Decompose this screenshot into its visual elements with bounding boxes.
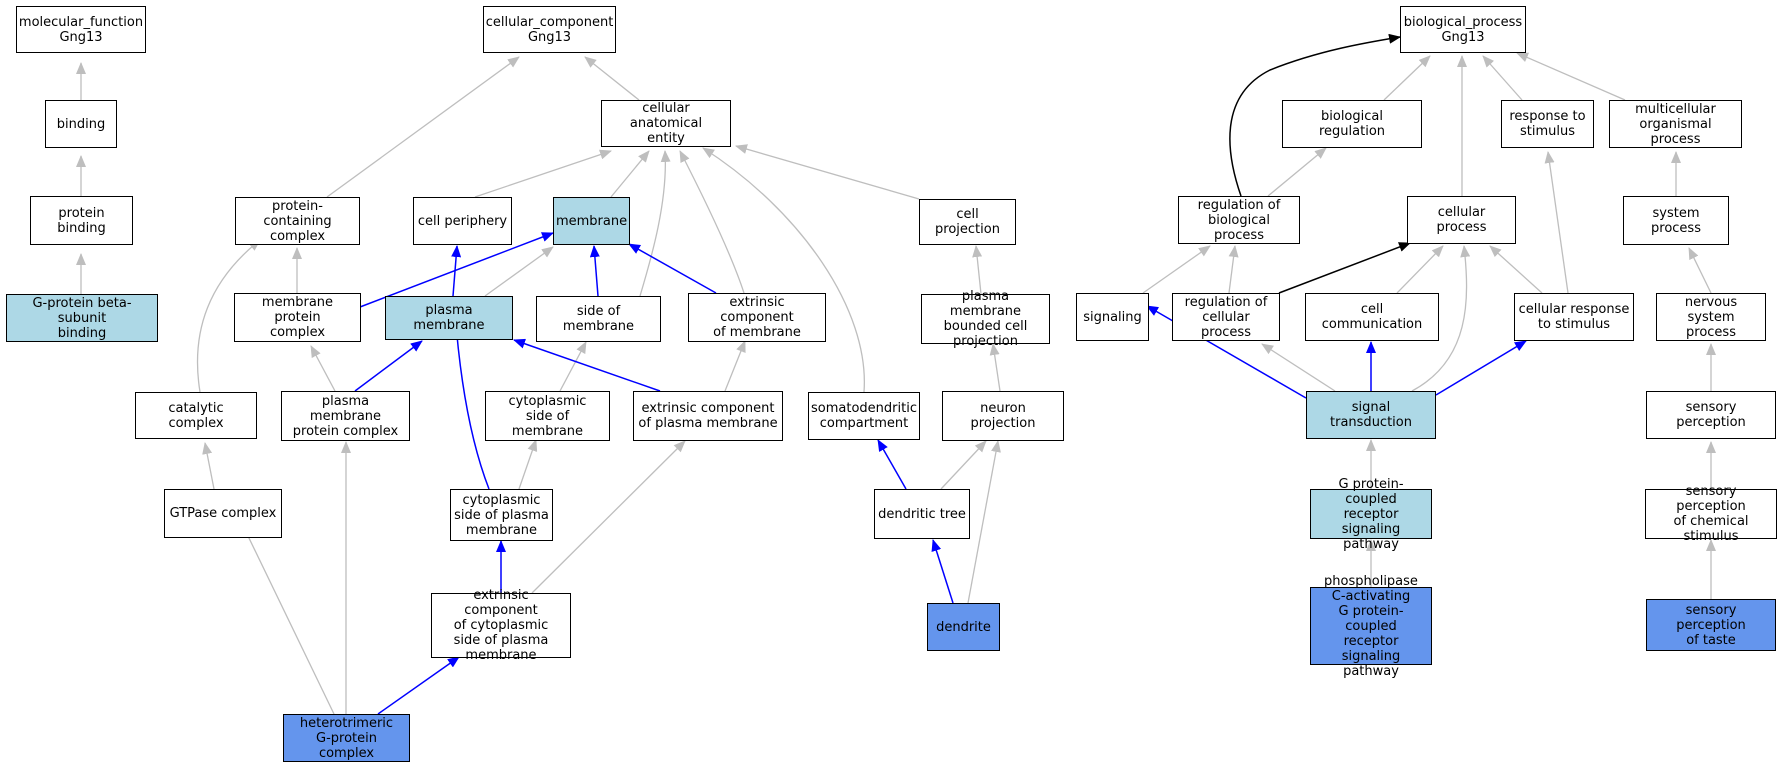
edge-pm-protein-complex-to-plasma-membrane bbox=[354, 340, 423, 392]
node-dendritic-tree: dendritic tree bbox=[874, 489, 970, 539]
node-cellular-anatomical-entity: cellular anatomical entity bbox=[601, 100, 731, 147]
edge-signal-transduction-to-reg-cell bbox=[1261, 343, 1336, 392]
node-cellular-response-to-stimulus: cellular response to stimulus bbox=[1514, 293, 1634, 341]
edge-dendrite-to-dendritic-tree bbox=[931, 539, 954, 604]
edge-cellular-response-to-cellular-process bbox=[1489, 245, 1543, 294]
node-nervous-system-process: nervous system process bbox=[1656, 293, 1766, 341]
edge-catalytic-to-protein-complex bbox=[196, 239, 261, 393]
edge-extrinsic-pm-to-plasma-membrane bbox=[513, 338, 661, 392]
edge-extrinsic-cyto-pm-to-extrinsic-pm bbox=[531, 440, 686, 594]
edge-extrinsic-membrane-to-cell-anat bbox=[679, 150, 745, 294]
edge-cytoplasmic-side-to-side-membrane bbox=[559, 341, 587, 392]
node-signaling: signaling bbox=[1076, 293, 1149, 341]
node-molecular-function-root: molecular_function Gng13 bbox=[16, 6, 146, 53]
edge-plasma-membrane-to-membrane bbox=[451, 245, 462, 297]
node-catalytic-complex: catalytic complex bbox=[135, 392, 257, 439]
node-regulation-of-cellular-process: regulation of cellular process bbox=[1172, 293, 1280, 341]
edge-cytoplasmic-side-pm-to-cytoplasmic-side bbox=[518, 439, 538, 490]
node-cytoplasmic-side-of-membrane: cytoplasmic side of membrane bbox=[485, 391, 610, 441]
node-gtpase-complex: GTPase complex bbox=[164, 489, 282, 538]
edge-signal-transduction-to-cellular-response bbox=[1435, 340, 1527, 396]
edge-side-membrane-to-cell-anat bbox=[639, 150, 671, 297]
node-multicellular-organismal-process: multicellular organismal process bbox=[1609, 100, 1742, 148]
edge-pm-bounded-to-cell-projection bbox=[972, 245, 983, 295]
node-gpcr-signaling-pathway: G protein-coupled receptor signaling pat… bbox=[1310, 477, 1432, 552]
edge-plasma-membrane-to-membrane-gray bbox=[484, 246, 554, 297]
node-plc-activating-gpcr-signaling: phospholipase C-activating G protein-cou… bbox=[1310, 574, 1432, 679]
node-cellular-process: cellular process bbox=[1407, 196, 1516, 244]
edge-cell-periphery-to-cell-anat bbox=[474, 149, 612, 198]
edge-signaling-to-reg-bio bbox=[1142, 245, 1211, 294]
edge-reg-bio-to-bp-root bbox=[1229, 33, 1401, 197]
edge-gtpase-to-catalytic bbox=[202, 442, 215, 490]
node-dendrite: dendrite bbox=[927, 603, 1000, 651]
edge-multicellular-to-bp-root bbox=[1516, 52, 1626, 101]
edge-side-membrane-to-membrane bbox=[589, 245, 600, 297]
edge-membrane-protein-complex-to-membrane bbox=[359, 232, 554, 308]
node-signal-transduction: signal transduction bbox=[1306, 391, 1436, 439]
edge-hetero-to-extrinsic-cyto-pm bbox=[377, 656, 460, 715]
node-sp-of-taste: sensory perception of taste bbox=[1646, 599, 1776, 651]
node-regulation-of-biological-process: regulation of biological process bbox=[1178, 196, 1300, 244]
node-cell-periphery: cell periphery bbox=[413, 197, 512, 245]
edge-extrinsic-membrane-to-membrane bbox=[628, 243, 717, 294]
edge-response-stimulus-to-bp-root bbox=[1482, 55, 1523, 101]
edge-somatodendritic-to-cell-anat bbox=[702, 147, 865, 393]
node-pm-bounded-cell-projection: plasma membrane bounded cell projection bbox=[921, 289, 1050, 349]
node-extrinsic-comp-cyto-side-pm: extrinsic component of cytoplasmic side … bbox=[431, 588, 571, 663]
node-pm-protein-complex: plasma membrane protein complex bbox=[281, 391, 410, 441]
node-membrane-protein-complex: membrane protein complex bbox=[234, 293, 361, 342]
edge-reg-bio-to-bio-regulation bbox=[1267, 147, 1327, 197]
edge-hetero-to-gtpase bbox=[233, 506, 335, 715]
edge-signal-transduction-to-cellular-process bbox=[1411, 245, 1471, 392]
edge-reg-cell-to-cellular-process bbox=[1278, 242, 1411, 294]
node-protein-binding: protein binding bbox=[30, 196, 133, 245]
edge-pm-protein-complex-to-membrane-protein-complex bbox=[310, 345, 336, 392]
node-cell-projection: cell projection bbox=[919, 199, 1016, 245]
node-membrane: membrane bbox=[553, 197, 630, 245]
node-side-of-membrane: side of membrane bbox=[536, 296, 661, 342]
edge-protein-complex-to-cc-root bbox=[326, 56, 520, 198]
node-response-to-stimulus: response to stimulus bbox=[1501, 100, 1594, 148]
edge-dendritic-tree-to-neuron-projection bbox=[940, 440, 987, 490]
node-extrinsic-component-of-membrane: extrinsic component of membrane bbox=[688, 293, 826, 342]
edge-extrinsic-pm-to-extrinsic-membrane bbox=[724, 340, 746, 392]
node-biological-process-root: biological_process Gng13 bbox=[1400, 6, 1526, 53]
edge-bio-regulation-to-bp-root bbox=[1383, 55, 1431, 101]
node-cytoplasmic-side-of-pm: cytoplasmic side of plasma membrane bbox=[450, 489, 553, 541]
edge-cell-anat-to-cc-root bbox=[584, 56, 640, 101]
node-somatodendritic-compartment: somatodendritic compartment bbox=[808, 392, 920, 440]
node-protein-containing-complex: protein-containing complex bbox=[235, 197, 360, 245]
edge-nervous-to-system-process bbox=[1688, 247, 1712, 294]
edge-cell-projection-to-cell-anat bbox=[735, 144, 920, 200]
node-sp-of-chemical-stimulus: sensory perception of chemical stimulus bbox=[1645, 484, 1777, 544]
node-cellular-component-root: cellular_component Gng13 bbox=[483, 6, 616, 53]
edge-cellular-response-to-response-stimulus bbox=[1544, 151, 1569, 294]
edge-cell-communication-to-cellular-process bbox=[1396, 245, 1444, 294]
node-cell-communication: cell communication bbox=[1305, 293, 1439, 341]
node-binding: binding bbox=[45, 100, 117, 148]
node-gprotein-beta-subunit-binding: G-protein beta-subunit binding bbox=[6, 294, 158, 342]
edge-dendrite-to-neuron-projection bbox=[967, 440, 1001, 604]
node-system-process: system process bbox=[1623, 196, 1729, 245]
node-biological-regulation: biological regulation bbox=[1282, 100, 1422, 148]
edge-reg-cell-to-reg-bio bbox=[1228, 245, 1239, 294]
node-plasma-membrane: plasma membrane bbox=[385, 296, 513, 340]
edge-neuron-projection-to-pm-bounded bbox=[989, 343, 1001, 392]
node-neuron-projection: neuron projection bbox=[942, 391, 1064, 441]
edge-membrane-to-cell-anat bbox=[610, 150, 650, 198]
node-heterotrimeric-gprotein-complex: heterotrimeric G-protein complex bbox=[283, 714, 410, 762]
node-sensory-perception: sensory perception bbox=[1646, 391, 1776, 439]
node-extrinsic-component-of-pm: extrinsic component of plasma membrane bbox=[633, 391, 783, 441]
edge-dendritic-tree-to-somatodendritic bbox=[877, 439, 907, 490]
